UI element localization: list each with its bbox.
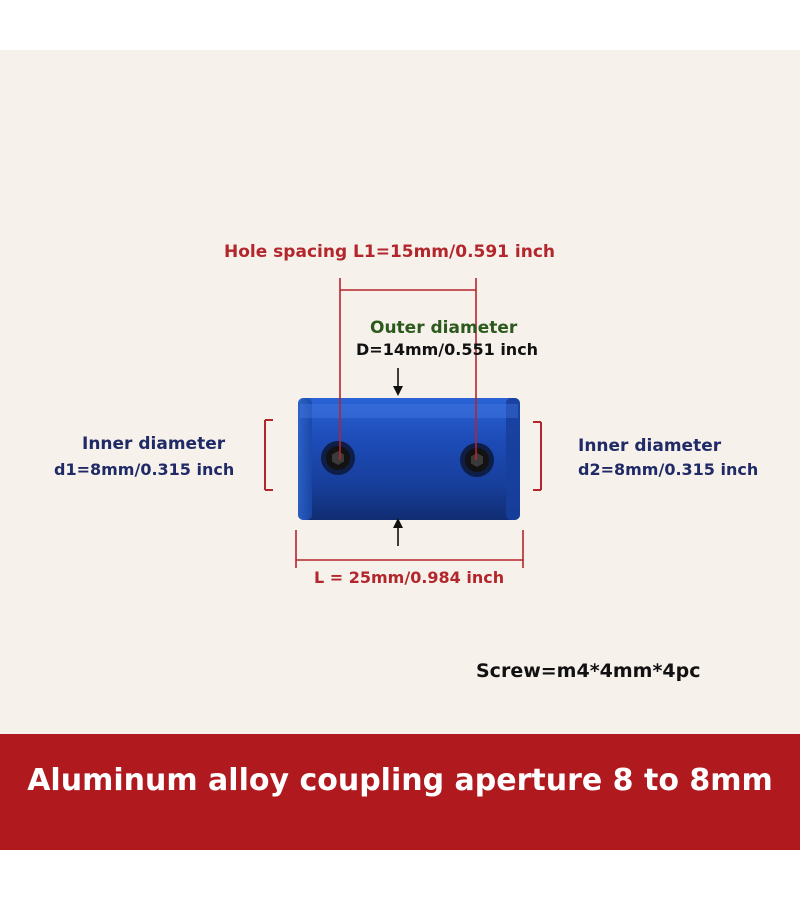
coupling-body [298, 398, 520, 520]
hole-spacing-dimension [339, 278, 477, 460]
inner-diameter-right-title: Inner diameter [578, 436, 722, 456]
inner-diameter-left-value: d1=8mm/0.315 inch [54, 460, 235, 479]
length-dimension [295, 530, 524, 568]
set-screw-hole-right [460, 443, 494, 477]
inner-diameter-right-value: d2=8mm/0.315 inch [578, 460, 759, 479]
length-label: L = 25mm/0.984 inch [314, 568, 505, 587]
screw-spec-label: Screw=m4*4mm*4pc [476, 660, 701, 682]
outer-diameter-arrows [393, 368, 403, 546]
outer-diameter-value: D=14mm/0.551 inch [356, 340, 539, 359]
hole-spacing-label: Hole spacing L1=15mm/0.591 inch [224, 242, 556, 262]
set-screw-hole-left [321, 441, 355, 475]
title-banner [0, 734, 800, 850]
inner-diameter-bracket-left [264, 419, 273, 491]
inner-diameter-left-title: Inner diameter [82, 434, 226, 454]
outer-diameter-title: Outer diameter [370, 318, 518, 338]
banner-title: Aluminum alloy coupling aperture 8 to 8m… [27, 763, 773, 798]
inner-diameter-bracket-right [533, 421, 542, 491]
